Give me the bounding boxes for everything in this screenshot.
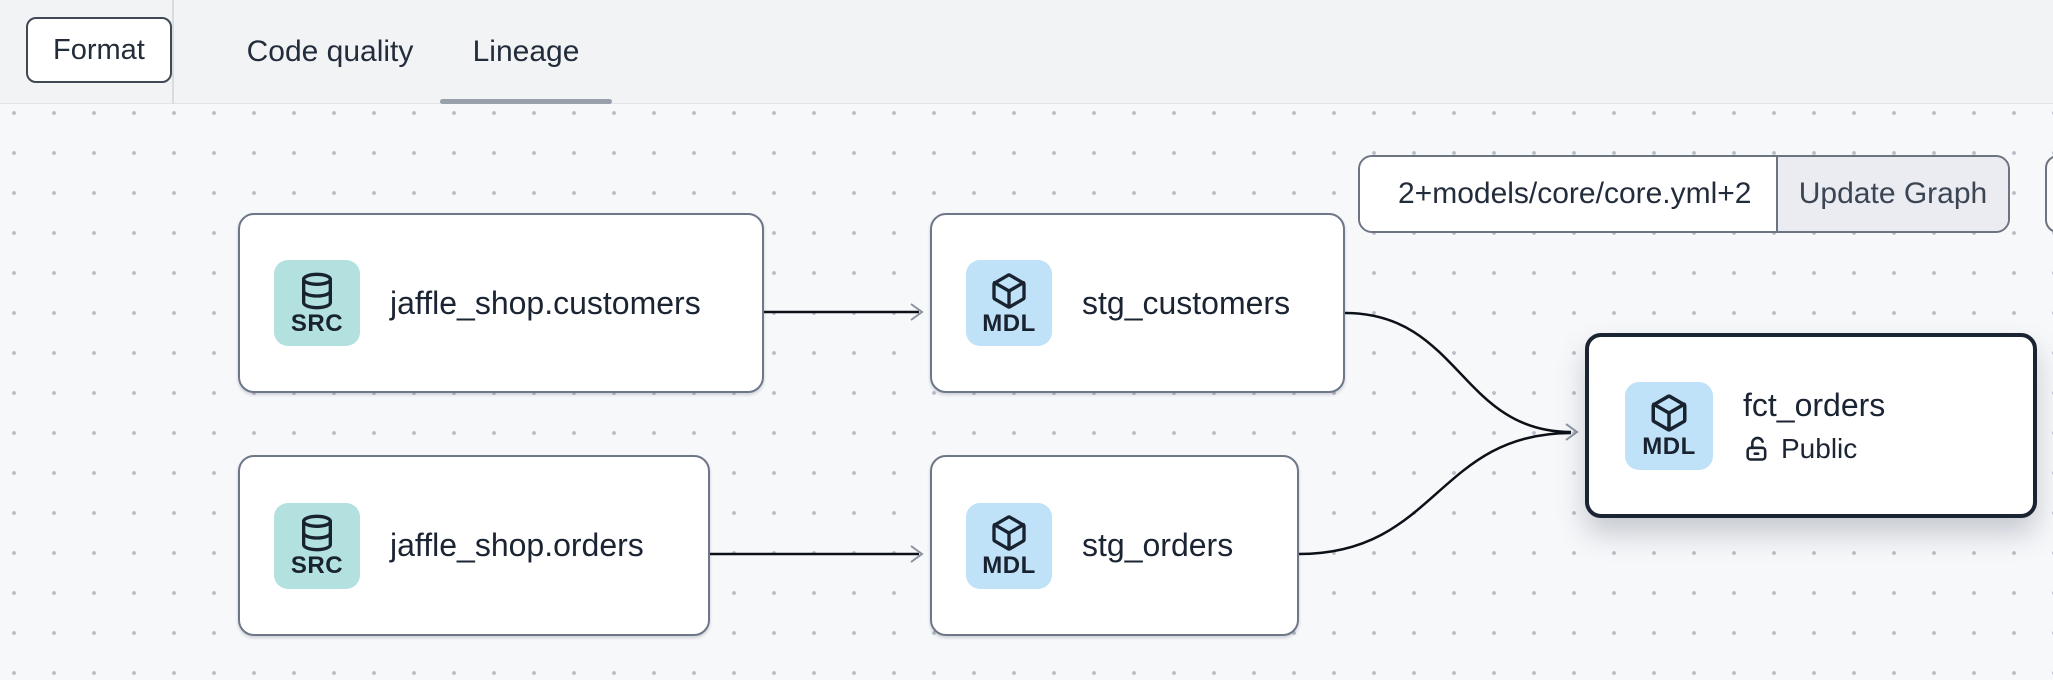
tab-lineage[interactable]: Lineage — [472, 34, 580, 68]
node-type-badge: MDL — [1642, 433, 1696, 460]
arrowhead-stg-customers — [910, 303, 924, 321]
node-source-jaffle-shop-orders[interactable]: SRC jaffle_shop.orders — [238, 455, 710, 636]
source-tile: SRC — [274, 502, 360, 589]
node-type-badge: MDL — [982, 309, 1036, 337]
node-type-badge: SRC — [290, 309, 344, 337]
node-label: stg_orders — [1082, 527, 1234, 563]
arrowhead-fct-orders — [1565, 423, 1579, 441]
selector-input[interactable] — [1360, 157, 1776, 231]
node-model-stg-customers[interactable]: MDL stg_customers — [930, 213, 1345, 393]
model-tile: MDL — [966, 260, 1052, 346]
node-model-fct-orders[interactable]: MDL fct_orders Public — [1585, 333, 2037, 518]
database-icon — [297, 513, 337, 553]
edge-stg-orders-to-fct-orders — [1298, 431, 1572, 556]
model-selector: Update Graph — [1358, 155, 2010, 233]
database-icon — [297, 271, 337, 311]
cube-icon — [1648, 392, 1690, 434]
toolbar: Format Code quality Lineage — [0, 0, 2053, 104]
cube-icon — [989, 513, 1029, 553]
tab-code-quality[interactable]: Code quality — [246, 34, 414, 68]
node-label: fct_orders — [1743, 386, 1886, 423]
node-text: fct_orders Public — [1743, 387, 1885, 465]
node-source-jaffle-shop-customers[interactable]: SRC jaffle_shop.customers — [238, 213, 764, 393]
node-label: jaffle_shop.customers — [390, 284, 701, 321]
unlock-icon — [1743, 435, 1771, 463]
arrowhead-stg-orders — [910, 545, 924, 563]
update-graph-button[interactable]: Update Graph — [1776, 157, 2008, 231]
node-label: jaffle_shop.orders — [390, 527, 644, 563]
cube-icon — [989, 271, 1029, 311]
lineage-canvas[interactable]: SRC jaffle_shop.customers SRC jaffle_sho… — [0, 104, 2053, 680]
clipped-right-control[interactable] — [2045, 155, 2053, 233]
node-type-badge: SRC — [290, 552, 344, 579]
model-tile: MDL — [966, 502, 1052, 589]
model-tile: MDL — [1625, 381, 1713, 470]
node-access: Public — [1743, 433, 1885, 465]
node-label: stg_customers — [1082, 284, 1291, 321]
edge-layer — [710, 303, 1579, 563]
node-model-stg-orders[interactable]: MDL stg_orders — [930, 455, 1299, 636]
node-type-badge: MDL — [982, 552, 1036, 579]
toolbar-divider — [172, 0, 174, 104]
edge-stg-customers-to-fct-orders — [1344, 311, 1572, 434]
access-label: Public — [1781, 432, 1858, 464]
source-tile: SRC — [274, 260, 360, 346]
active-tab-indicator — [440, 99, 612, 104]
format-button[interactable]: Format — [26, 17, 172, 83]
